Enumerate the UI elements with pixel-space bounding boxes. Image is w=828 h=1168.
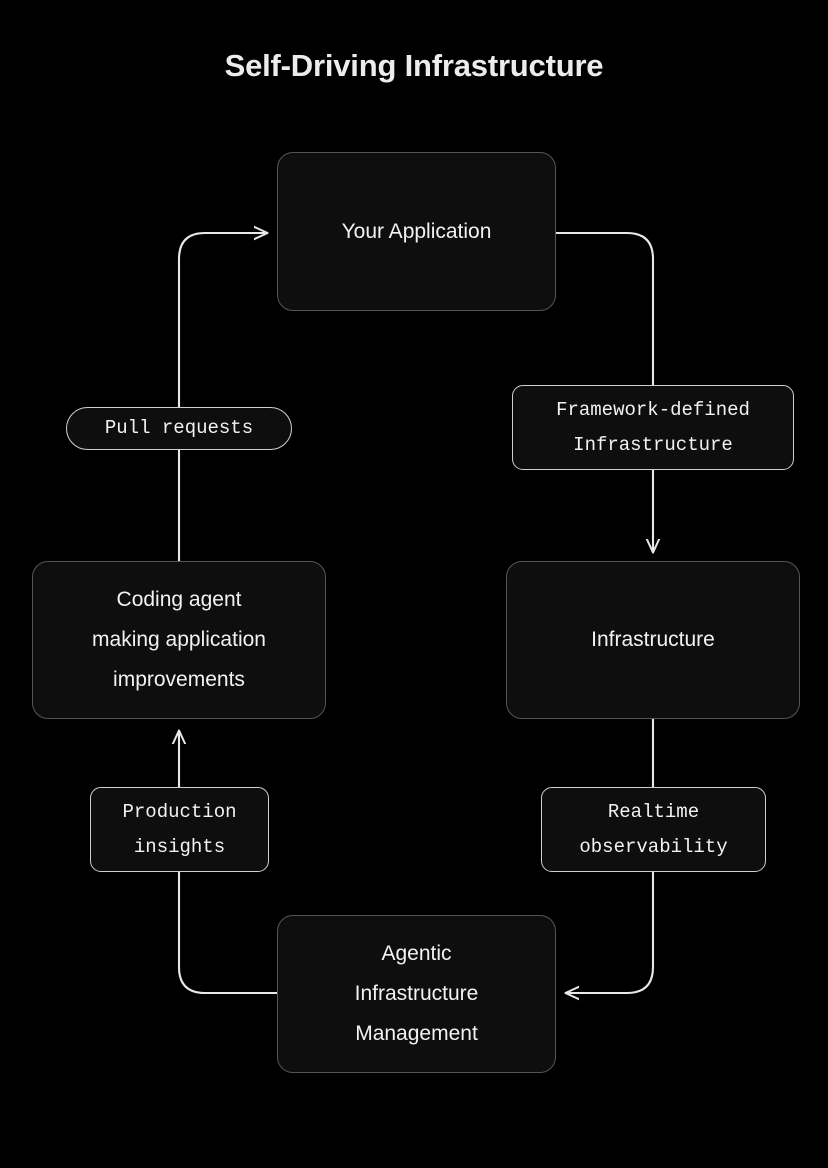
edge-label-production-insights: Production insights [90,787,269,872]
edge-label-framework-defined-infrastructure: Framework-defined Infrastructure [512,385,794,470]
node-your-application[interactable]: Your Application [277,152,556,311]
edge-observability-to-agentic [566,870,655,993]
edge-label-realtime-observability: Realtime observability [541,787,766,872]
page-title: Self-Driving Infrastructure [224,48,604,83]
edge-pull-requests-to-app [177,233,267,409]
edge-label-pull-requests: Pull requests [66,407,292,450]
node-infrastructure[interactable]: Infrastructure [506,561,800,719]
edge-agentic-to-production-insights [177,870,279,995]
node-coding-agent[interactable]: Coding agent making application improvem… [32,561,326,719]
edge-app-to-framework-top [554,231,655,387]
node-agentic-infrastructure-management[interactable]: Agentic Infrastructure Management [277,915,556,1073]
